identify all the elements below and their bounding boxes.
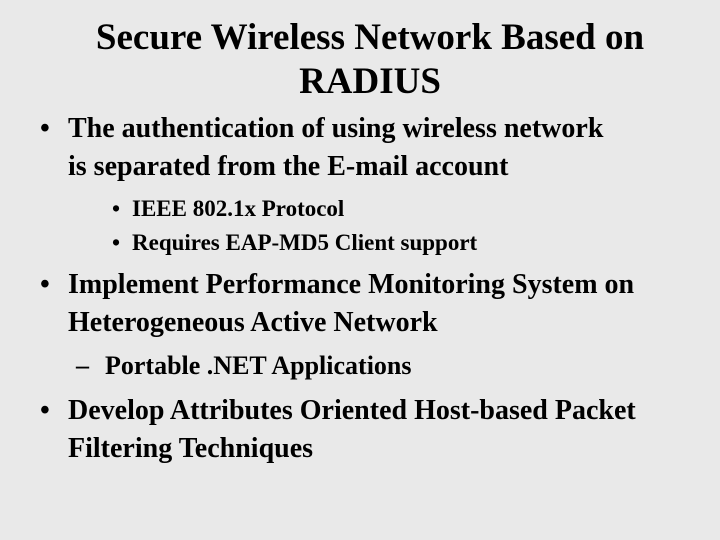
dash-marker: – (76, 351, 89, 380)
bullet-text: Requires EAP-MD5 Client support (132, 230, 478, 255)
slide-title: Secure Wireless Network Based on RADIUS (95, 17, 645, 102)
dash-bullet-item: – Portable .NET Applications (0, 348, 720, 384)
bullet-text: Implement Performance Monitoring System … (68, 269, 635, 338)
bullet-marker: • (40, 395, 50, 426)
bullet-text: Develop Attributes Oriented Host-based P… (68, 395, 636, 464)
bullet-text: IEEE 802.1x Protocol (132, 196, 345, 221)
bullet-marker: • (40, 269, 50, 300)
bullet-text: The authentication of using wireless net… (68, 113, 604, 182)
sub-bullet-item: • Requires EAP-MD5 Client support (0, 226, 720, 260)
bullet-marker: • (112, 230, 121, 255)
bullet-item: • The authentication of using wireless n… (0, 110, 720, 186)
bullet-marker: • (40, 113, 50, 144)
bullet-marker: • (112, 196, 121, 221)
bullet-item: • Implement Performance Monitoring Syste… (0, 266, 720, 342)
bullet-text: Portable .NET Applications (105, 351, 412, 380)
bullet-item: • Develop Attributes Oriented Host-based… (0, 392, 720, 468)
sub-bullet-item: • IEEE 802.1x Protocol (0, 192, 720, 226)
